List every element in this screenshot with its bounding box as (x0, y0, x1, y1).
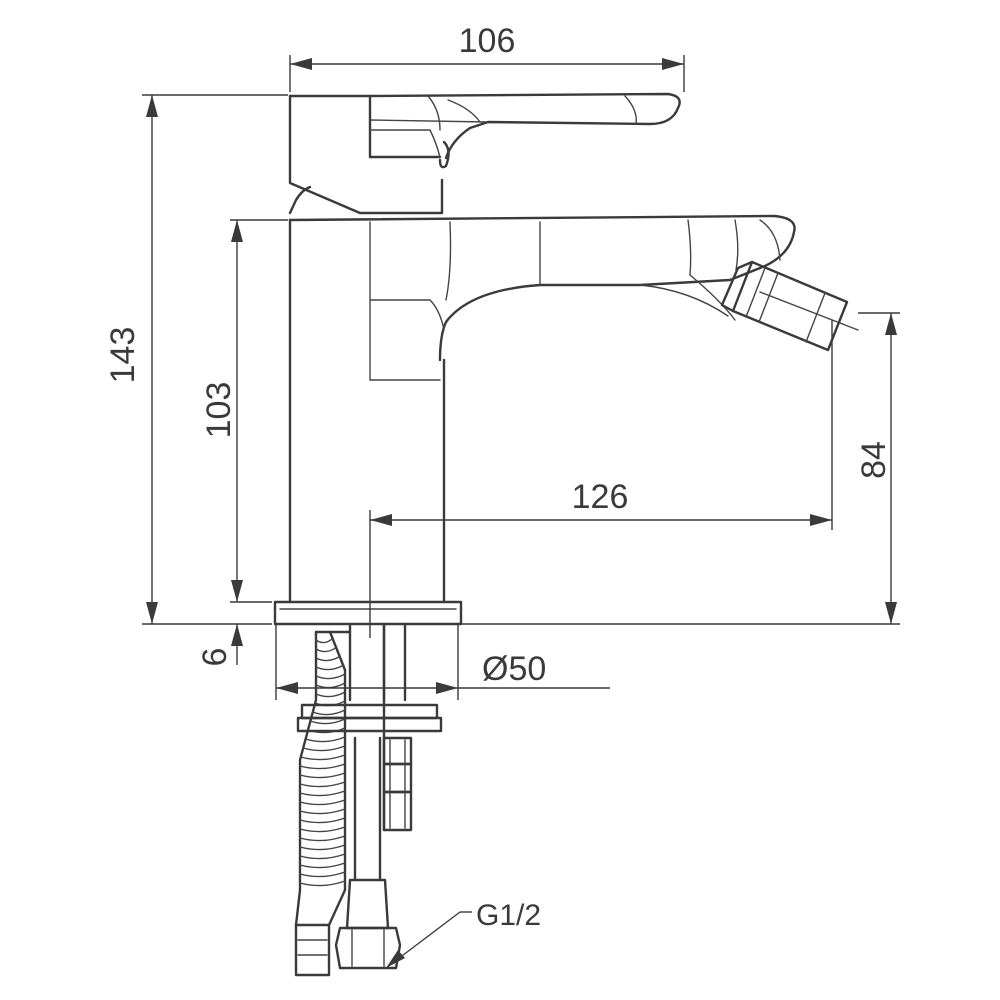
faucet-outline (273, 92, 859, 626)
dimension-label-base-diameter: Ø50 (482, 650, 546, 688)
dimension-base-diameter: Ø50 (275, 624, 610, 700)
dimension-body-height: 103 (200, 219, 288, 603)
dimension-outlet-height: 84 (461, 312, 900, 625)
dimension-overall-height: 143 (104, 94, 288, 625)
dimension-label-outlet-height: 84 (855, 441, 893, 479)
base-flange (273, 600, 463, 626)
callout-connection-thread: G1/2 (385, 899, 541, 969)
dimension-overall-width: 106 (289, 22, 685, 92)
dimension-lines: 106 143 103 6 (104, 22, 900, 969)
callout-label-thread: G1/2 (476, 899, 541, 932)
dimension-label-width: 106 (459, 22, 516, 60)
fixing-nut (382, 736, 413, 832)
clamp-washer (296, 703, 443, 733)
dimension-spout-reach: 126 (369, 320, 833, 638)
threaded-stud (348, 622, 407, 882)
hose-connector-nut (334, 878, 402, 970)
dimension-label-body-height: 103 (200, 382, 238, 439)
dimension-label-height: 143 (104, 327, 142, 384)
dimension-label-spout-reach: 126 (572, 478, 629, 516)
flexible-hose (294, 630, 352, 977)
mounting-hardware (294, 622, 443, 977)
spray-nozzle (720, 260, 859, 352)
dimension-label-base-thickness: 6 (196, 648, 234, 667)
dimension-base-thickness: 6 (196, 624, 243, 666)
